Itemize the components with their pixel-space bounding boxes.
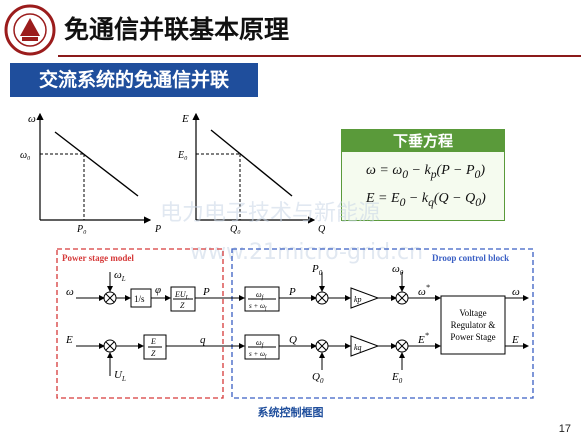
section-subtitle: 交流系统的免通信并联 bbox=[10, 63, 258, 97]
vr-line-1: Voltage bbox=[459, 308, 486, 318]
omega-l-label: ωL bbox=[114, 269, 126, 283]
droop-block-label: Droop control block bbox=[432, 253, 509, 263]
title-divider bbox=[58, 55, 581, 57]
page-number: 17 bbox=[558, 423, 571, 435]
graph-w-xlabel: P bbox=[154, 224, 161, 235]
filtered-p-label: P bbox=[288, 286, 296, 298]
ez-block-num: E bbox=[150, 337, 156, 346]
q0-label: Q0 bbox=[312, 371, 324, 385]
eu-block-den: Z bbox=[180, 301, 185, 310]
lpf-top-den: s + ωf bbox=[249, 302, 267, 312]
w0-label: ω0 bbox=[392, 263, 404, 277]
vr-line-2: Regulator & bbox=[451, 320, 496, 330]
graph-w-y0: ω₀ bbox=[20, 150, 31, 161]
droop-equation-1: ω = ω0 − kp(P − P0) bbox=[366, 163, 486, 181]
ul-label: UL bbox=[114, 369, 126, 383]
graph-w-ylabel: ω bbox=[28, 113, 36, 125]
integrator-block: 1/s bbox=[134, 294, 145, 304]
input-e: E bbox=[65, 334, 73, 346]
power-stage-label: Power stage model bbox=[62, 253, 134, 263]
vr-line-3: Power Stage bbox=[450, 332, 495, 342]
graph-e-xlabel: Q bbox=[318, 224, 326, 235]
university-logo bbox=[4, 4, 56, 56]
lpf-bottom-num: ωf bbox=[256, 338, 265, 349]
droop-graphs: ω ω₀ P₀ P E E₀ Q₀ Q bbox=[20, 112, 326, 235]
lpf-top-num: ωf bbox=[256, 290, 265, 301]
power-stage-container bbox=[56, 248, 224, 399]
kq-gain: kq bbox=[354, 343, 362, 352]
phi-label: φ bbox=[155, 284, 161, 296]
p0-label: P0 bbox=[311, 263, 323, 277]
graph-w-x0: P₀ bbox=[76, 224, 87, 235]
output-e: E bbox=[511, 334, 519, 346]
input-omega: ω bbox=[66, 286, 74, 298]
graph-e-x0: Q₀ bbox=[230, 224, 241, 235]
power-q-output: q bbox=[200, 334, 206, 346]
lpf-bottom-den: s + ωf bbox=[249, 350, 267, 360]
kp-gain: kp bbox=[354, 295, 362, 304]
diagram-caption: 系统控制框图 bbox=[257, 406, 324, 419]
eu-block-num: EUL bbox=[174, 290, 190, 301]
page-title: 免通信并联基本原理 bbox=[64, 15, 290, 44]
filtered-q-label: Q bbox=[289, 334, 297, 346]
control-block-diagram: Power stage model Droop control block bbox=[56, 248, 534, 399]
graph-e-ylabel: E bbox=[181, 113, 189, 125]
output-omega: ω bbox=[512, 286, 520, 298]
droop-equation-2: E = E0 − kq(Q − Q0) bbox=[366, 191, 486, 209]
e0-label: E0 bbox=[391, 371, 403, 385]
graph-e-y0: E₀ bbox=[177, 150, 188, 161]
ez-block-den: Z bbox=[151, 349, 156, 358]
droop-control-container bbox=[231, 248, 534, 399]
power-p-output: P bbox=[202, 286, 210, 298]
watermark-text: 电力电子技术与新能源 bbox=[160, 201, 381, 226]
droop-equation-heading: 下垂方程 bbox=[342, 130, 504, 152]
omega-star-label: ω* bbox=[418, 283, 430, 298]
e-star-label: E* bbox=[417, 331, 429, 346]
watermark-url: www.21micro-grid.cn bbox=[190, 240, 424, 265]
